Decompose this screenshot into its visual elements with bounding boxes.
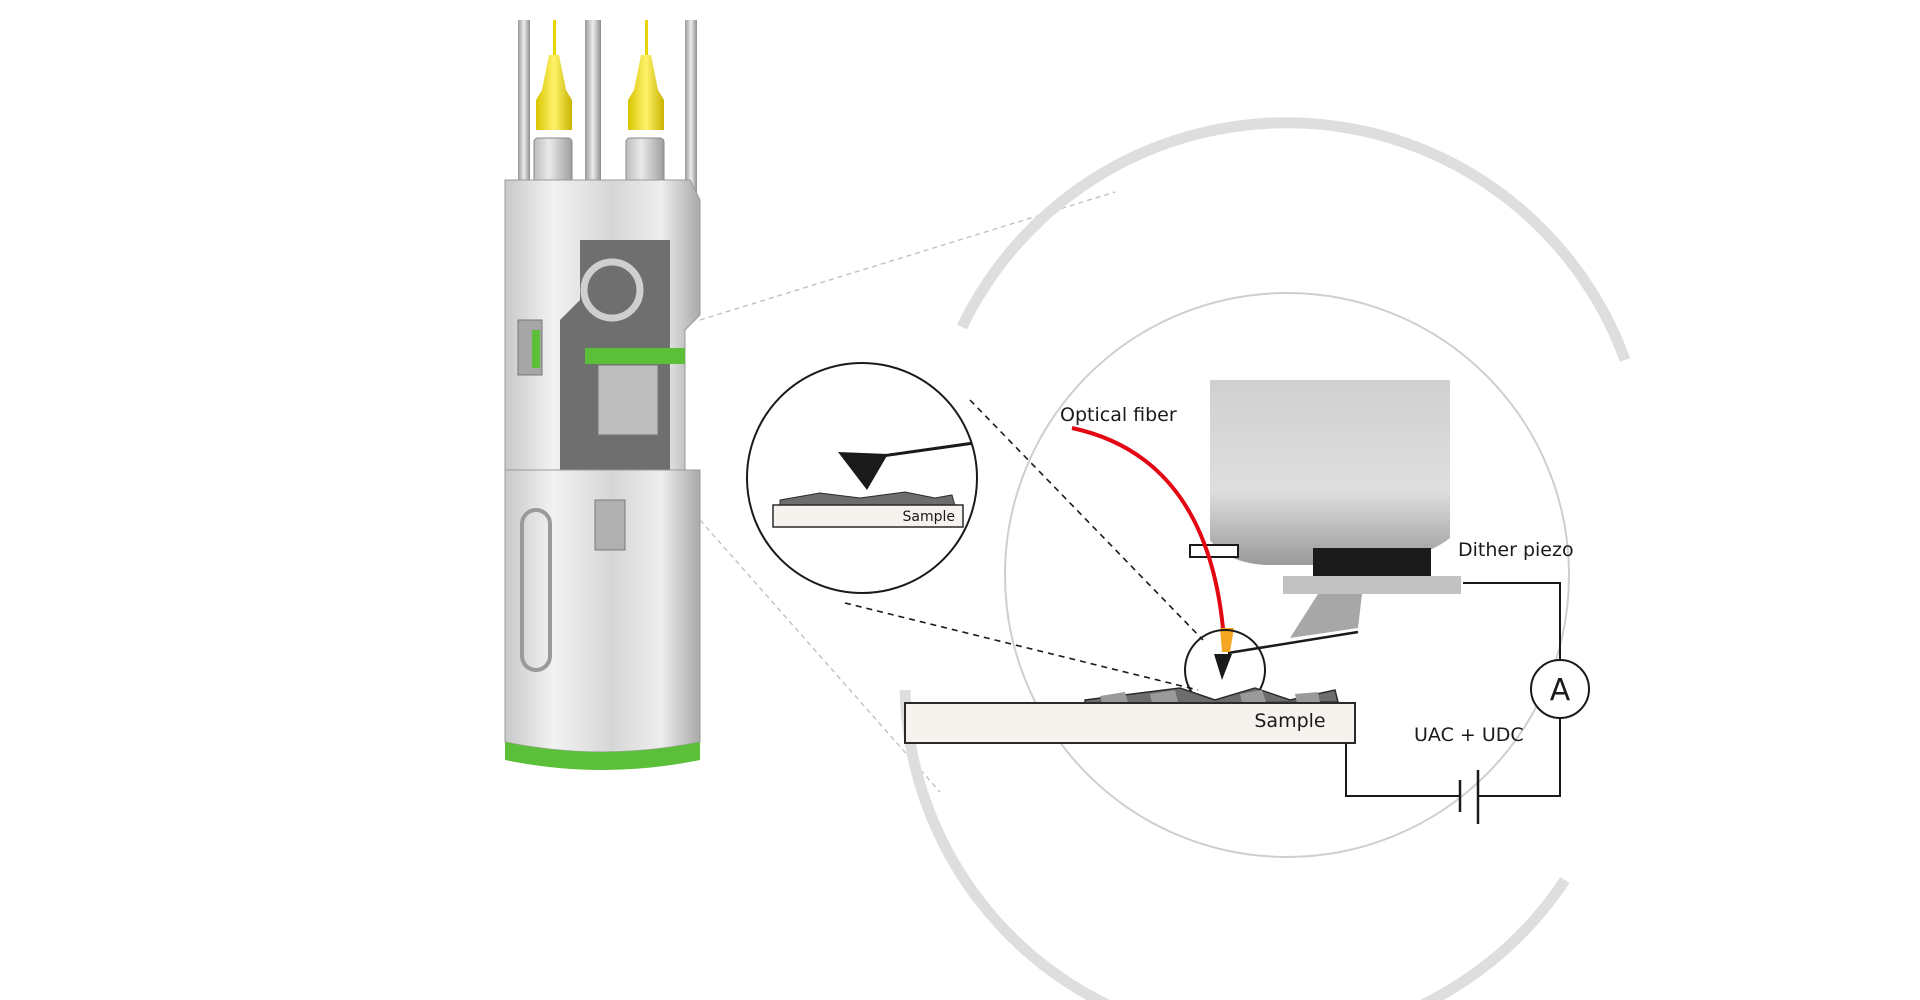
circuit-wires: [1345, 582, 1561, 797]
green-base-ring: [505, 742, 700, 770]
support-rod: [585, 20, 601, 195]
inner-ring: [580, 258, 644, 322]
ammeter-label: A: [1550, 673, 1571, 708]
zoom-connector-lines: [844, 399, 1204, 691]
connector-body: [625, 137, 665, 184]
optical-fiber: [1071, 426, 1226, 641]
cylinder-slot: [520, 508, 552, 672]
zoom-tip-icon: [838, 452, 888, 490]
green-slot: [532, 330, 540, 368]
dither-piezo-label: Dither piezo: [1458, 539, 1574, 561]
main-circle: [1004, 292, 1570, 858]
outer-ring-arc-bottom: [899, 689, 1570, 1000]
pcb-board: [585, 348, 685, 364]
cantilever: [1227, 630, 1359, 655]
ammeter-symbol: [1530, 659, 1590, 719]
cantilever-holder: [1290, 594, 1362, 638]
sample-substrate: [904, 702, 1356, 744]
connector-body: [533, 137, 573, 184]
scanner-head: [1189, 380, 1450, 565]
yellow-connector: [536, 55, 572, 130]
cylinder-window: [594, 499, 626, 551]
sample-label: Sample: [1254, 710, 1325, 732]
inner-block: [597, 364, 659, 436]
zoom-sample-substrate: [772, 504, 964, 528]
fiber-tip: [1220, 628, 1234, 652]
wire: [645, 20, 648, 60]
yellow-connector: [628, 55, 664, 130]
cantilever-tip-icon: [1214, 654, 1232, 680]
outer-ring-arc-top: [957, 117, 1631, 362]
support-rod: [685, 20, 697, 195]
clamp-mark: [1189, 544, 1239, 558]
piezo-mount: [1283, 576, 1461, 594]
dither-piezo-element: [1313, 548, 1431, 578]
optical-fiber-label: Optical fiber: [1060, 404, 1177, 426]
voltage-label: UAC + UDC: [1414, 724, 1524, 746]
support-rod: [518, 20, 530, 195]
zoom-inset: [746, 362, 978, 594]
wire: [553, 20, 556, 60]
afm-instrument-illustration: [504, 20, 701, 770]
zoom-sample-label: Sample: [903, 509, 956, 525]
battery-symbol: [1458, 770, 1480, 824]
